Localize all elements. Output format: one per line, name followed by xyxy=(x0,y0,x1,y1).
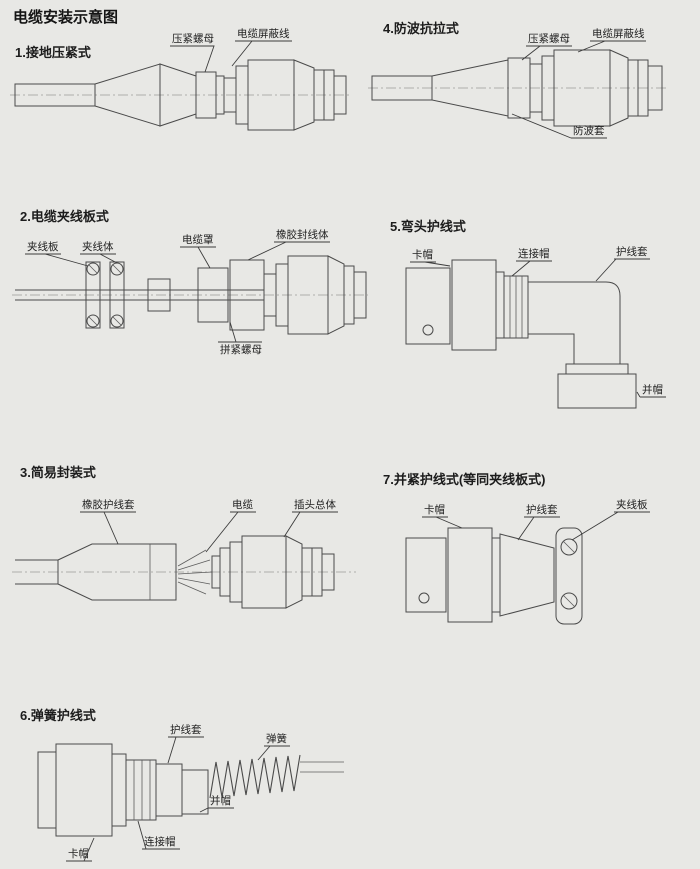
label-union-cap: 并帽 xyxy=(210,794,231,807)
section-5-heading: 5.弯头护线式 xyxy=(390,219,466,234)
label-cable-shield: 电缆屏蔽线 xyxy=(237,27,290,40)
leader-plug-assembly xyxy=(283,511,338,538)
cable xyxy=(15,559,58,585)
label-clamp-cap: 卡帽 xyxy=(412,248,433,261)
label-wire-sleeve: 护线套 xyxy=(170,723,202,736)
label-clamp-plate: 夹线板 xyxy=(616,498,648,511)
label-clamp-plate: 夹线板 xyxy=(27,240,59,253)
section-anti-wave-tensile: 4.防波抗拉式 压紧螺母 电缆屏蔽线 防波套 xyxy=(368,21,668,139)
cable-cover xyxy=(197,267,229,323)
section-simple-packaging: 3.简易封装式 橡胶护线套 电缆 插头总体 xyxy=(12,465,356,609)
step-ring xyxy=(495,271,505,339)
trailing-lines xyxy=(300,761,344,773)
leader-rubber-boot xyxy=(80,511,136,545)
splayed-wires xyxy=(177,549,213,595)
section-elbow-wire-protect: 5.弯头护线式 卡帽 连接帽 护线套 并帽 xyxy=(390,219,666,409)
label-union-cap: 并帽 xyxy=(642,383,663,396)
connector-body xyxy=(215,59,347,131)
clamp-cap xyxy=(451,259,497,351)
leader-clamp-cap xyxy=(66,837,95,862)
leader-wire-sleeve xyxy=(595,258,650,282)
elbow-flange xyxy=(565,363,629,375)
step-ring xyxy=(491,537,501,613)
leader-cable-shield xyxy=(577,40,646,53)
leader-tighten-nut xyxy=(218,321,262,343)
elbow-body xyxy=(527,281,621,365)
rubber-boot xyxy=(57,543,177,601)
label-compression-nut: 压紧螺母 xyxy=(172,33,214,45)
spring-coil xyxy=(209,754,301,799)
clamp-body xyxy=(109,261,125,329)
label-anti-wave-sleeve: 防波套 xyxy=(573,124,605,137)
leader-union-cap xyxy=(636,391,666,398)
section-spring-wire-protect: 6.弹簧护线式 护线套 弹簧 并帽 连接帽 卡帽 xyxy=(20,708,344,862)
bayonet-hole xyxy=(418,592,430,604)
clamp-cap xyxy=(55,743,113,837)
section-7-heading: 7.并紧护线式(等同夹线板式) xyxy=(383,472,546,487)
clamp-plate xyxy=(555,527,583,625)
leader-clamp-cap xyxy=(410,261,451,267)
leader-union-cap xyxy=(199,807,234,813)
connect-cap xyxy=(503,275,529,339)
label-wire-sleeve: 护线套 xyxy=(526,503,558,516)
label-connect-cap: 连接帽 xyxy=(144,835,176,848)
section-4-heading: 4.防波抗拉式 xyxy=(383,21,459,36)
connector-rear xyxy=(37,751,57,829)
section-2-heading: 2.电缆夹线板式 xyxy=(20,209,109,224)
leader-wire-sleeve xyxy=(517,516,560,541)
label-wire-sleeve: 护线套 xyxy=(616,245,648,258)
section-ground-compression: 1.接地压紧式 压紧螺母 电缆屏蔽线 xyxy=(10,27,352,131)
leader-compression-nut xyxy=(170,45,215,73)
label-clamp-body: 夹线体 xyxy=(82,240,114,253)
label-rubber-seal: 橡胶封线体 xyxy=(276,228,329,241)
leader-clamp-plate xyxy=(571,511,650,541)
section-3-heading: 3.简易封装式 xyxy=(20,465,96,480)
leader-connect-cap xyxy=(511,260,552,277)
label-compression-nut: 压紧螺母 xyxy=(528,33,570,45)
label-spring: 弹簧 xyxy=(266,732,287,745)
leader-rubber-seal xyxy=(247,241,330,261)
packing-block xyxy=(147,278,171,312)
cable xyxy=(15,289,264,301)
bayonet-hole xyxy=(422,324,434,336)
connector-rear xyxy=(405,267,451,345)
leader-clamp-body xyxy=(80,253,118,264)
leader-anti-wave-sleeve xyxy=(511,113,607,139)
section-1-heading: 1.接地压紧式 xyxy=(15,45,91,60)
union-cap xyxy=(181,769,209,815)
connector-body xyxy=(263,255,367,335)
label-clamp-cap: 卡帽 xyxy=(68,847,89,860)
label-connect-cap: 连接帽 xyxy=(518,247,550,260)
label-plug-assembly: 插头总体 xyxy=(294,498,336,511)
leader-spring xyxy=(257,745,290,761)
label-rubber-boot: 橡胶护线套 xyxy=(82,498,135,511)
connect-cap xyxy=(125,759,157,821)
leader-clamp-cap xyxy=(422,516,463,529)
section-cable-clamp-plate: 2.电缆夹线板式 夹线板 夹线 xyxy=(12,209,368,356)
leader-compression-nut xyxy=(521,45,572,61)
label-tighten-nut: 拼紧螺母 xyxy=(220,343,262,356)
page-title: 电缆安装示意图 xyxy=(13,8,118,26)
connector-body xyxy=(529,49,663,127)
leader-connect-cap xyxy=(137,820,180,850)
plug-assembly xyxy=(211,535,335,609)
section-6-heading: 6.弹簧护线式 xyxy=(20,708,96,723)
connector-rear xyxy=(405,537,447,613)
label-cable: 电缆 xyxy=(232,498,253,511)
leader-cable-cover xyxy=(180,246,216,269)
section-press-tight-wire-protect: 7.并紧护线式(等同夹线板式) 卡帽 护线套 夹线板 xyxy=(383,472,650,625)
label-cable-cover: 电缆罩 xyxy=(182,233,214,246)
leader-wire-sleeve xyxy=(167,736,204,764)
clamp-plate xyxy=(85,261,101,329)
clamp-cap xyxy=(447,527,493,623)
wire-sleeve xyxy=(155,763,183,817)
union-cap xyxy=(557,373,637,409)
label-cable-shield: 电缆屏蔽线 xyxy=(592,27,645,40)
wire-sleeve xyxy=(499,533,555,617)
label-clamp-cap: 卡帽 xyxy=(424,503,445,516)
leader-clamp-plate xyxy=(25,253,89,267)
step-ring xyxy=(111,753,127,827)
leader-cable-shield xyxy=(231,40,292,67)
leader-cable xyxy=(205,511,256,553)
